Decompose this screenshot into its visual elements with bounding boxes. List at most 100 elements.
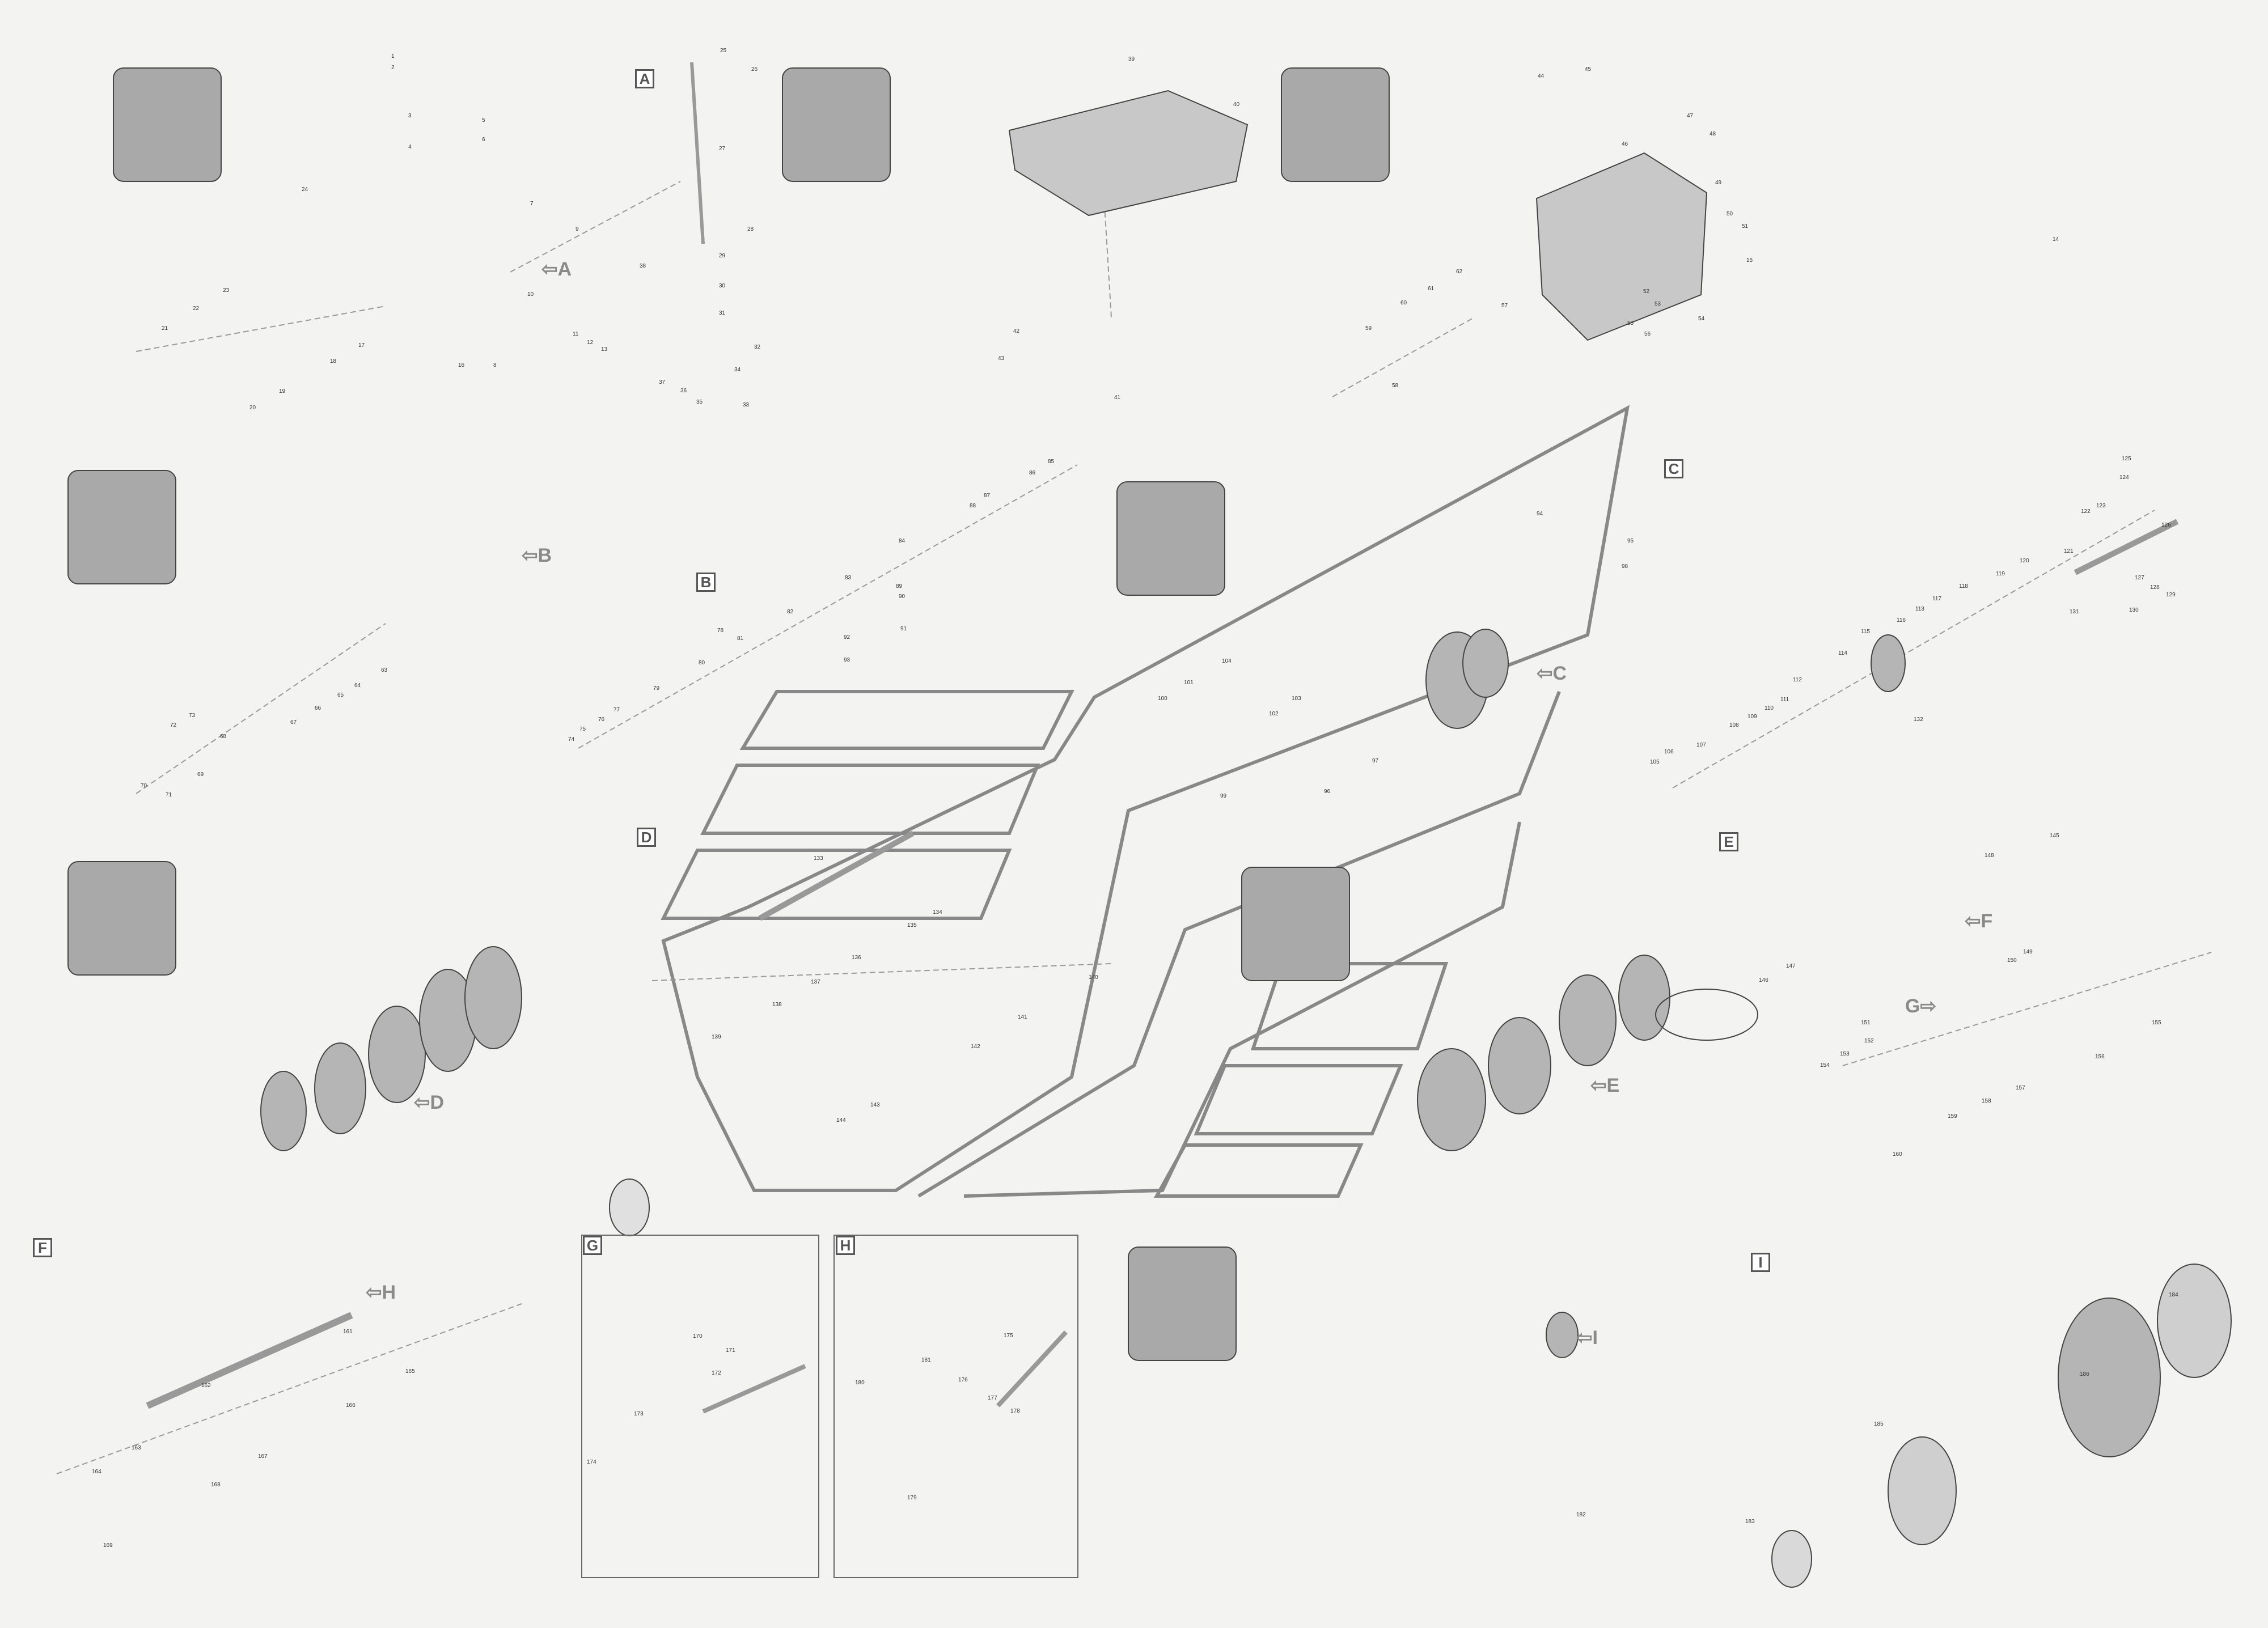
section-tag-d: D: [637, 828, 656, 847]
part-label: 148: [1984, 853, 1994, 859]
arrow-left-icon: ⇦: [1590, 1075, 1607, 1096]
part-label: 62: [1456, 269, 1463, 275]
part-label: 33: [743, 402, 750, 408]
part-label: 55: [1627, 320, 1634, 327]
part-label: 167: [258, 1453, 268, 1460]
part-label: 101: [1184, 680, 1194, 686]
part-label: 106: [1664, 749, 1674, 755]
part-label: 72: [170, 722, 177, 728]
part-label: 38: [640, 263, 646, 269]
part-label: 1: [391, 53, 395, 60]
part-label: 172: [712, 1370, 721, 1376]
part-label: 113: [1915, 606, 1924, 612]
part-label: 47: [1687, 113, 1694, 119]
section-tag-b: B: [696, 573, 716, 592]
part-label: 98: [1622, 563, 1628, 570]
part-label: 87: [984, 493, 991, 499]
part-label: 78: [717, 628, 724, 634]
arrow-left-icon: ⇦: [1537, 663, 1553, 684]
part-label: 183: [1745, 1519, 1755, 1525]
arrow-left-icon: ⇦: [541, 258, 558, 280]
part-label: 85: [1048, 459, 1055, 465]
part-label: 170: [693, 1333, 703, 1339]
part-label: 29: [719, 253, 726, 259]
part-label: 14: [2053, 236, 2059, 243]
part-label: 137: [811, 979, 820, 985]
part-label: 114: [1838, 650, 1847, 656]
part-label: 118: [1959, 583, 1968, 590]
part-label: 46: [1622, 141, 1628, 147]
part-label: 117: [1932, 596, 1941, 602]
part-label: 75: [579, 726, 586, 732]
part-label: 171: [726, 1347, 735, 1354]
part-label: 163: [132, 1445, 141, 1451]
part-label: 61: [1428, 286, 1435, 292]
part-label: 169: [103, 1542, 113, 1549]
part-label: 52: [1643, 289, 1650, 295]
part-label: 182: [1576, 1512, 1586, 1518]
part-label: 159: [1948, 1113, 1957, 1120]
part-label: 141: [1018, 1014, 1027, 1020]
part-label: 60: [1400, 300, 1407, 306]
part-label: 127: [2135, 575, 2144, 581]
part-label: 64: [354, 682, 361, 689]
part-label: 110: [1765, 705, 1774, 711]
callout-f: ⇦F: [1965, 910, 1993, 932]
part-label: 12: [587, 340, 594, 346]
part-label: 119: [1996, 571, 2005, 577]
part-label: 36: [680, 388, 687, 394]
part-label: 83: [845, 575, 852, 581]
callout-h: ⇦H: [366, 1282, 396, 1303]
part-label: 19: [279, 388, 286, 395]
frame-h: [833, 1235, 1078, 1578]
part-label: 89: [896, 583, 903, 590]
part-label: 173: [634, 1411, 644, 1417]
part-label: 44: [1538, 73, 1545, 79]
part-label: 59: [1365, 325, 1372, 332]
part-label: 125: [2122, 456, 2131, 462]
part-label: 24: [302, 186, 308, 193]
part-label: 39: [1128, 56, 1135, 62]
part-label: 124: [2119, 474, 2129, 481]
part-label: 16: [458, 362, 465, 368]
part-label: 164: [92, 1469, 101, 1475]
part-label: 45: [1585, 66, 1592, 73]
part-label: 176: [958, 1377, 968, 1383]
part-label: 26: [751, 66, 758, 73]
part-label: 165: [405, 1368, 415, 1375]
part-label: 133: [814, 855, 823, 862]
part-label: 129: [2166, 592, 2176, 598]
part-label: 18: [330, 358, 337, 364]
part-label: 174: [587, 1459, 596, 1465]
part-label: 48: [1710, 131, 1716, 137]
part-label: 88: [970, 503, 976, 509]
part-label: 120: [2020, 558, 2029, 564]
part-label: 156: [2095, 1054, 2105, 1060]
part-label: 31: [719, 310, 726, 316]
part-label: 65: [337, 692, 344, 698]
part-label: 90: [899, 593, 905, 600]
part-label: 80: [699, 660, 705, 666]
part-label: 168: [211, 1482, 221, 1488]
part-label: 91: [900, 626, 907, 632]
part-shapes: [67, 62, 2232, 1588]
frame-g: [581, 1235, 819, 1578]
part-label: 76: [598, 717, 605, 723]
section-tag-e: E: [1719, 832, 1738, 851]
part-label: 86: [1029, 470, 1036, 476]
part-label: 81: [737, 635, 744, 642]
part-label: 51: [1742, 223, 1749, 230]
part-label: 108: [1729, 722, 1739, 728]
chevron-outline: [661, 405, 1630, 1198]
arrow-left-icon: ⇦: [522, 545, 538, 566]
section-tag-i: I: [1751, 1253, 1770, 1272]
part-label: 143: [870, 1102, 880, 1108]
part-label: 3: [408, 113, 412, 119]
part-label: 67: [290, 719, 297, 726]
part-label: 180: [855, 1380, 865, 1386]
part-label: 69: [197, 771, 204, 778]
part-label: 74: [568, 736, 575, 743]
callout-a: ⇦A: [541, 258, 572, 280]
part-label: 121: [2064, 548, 2074, 554]
